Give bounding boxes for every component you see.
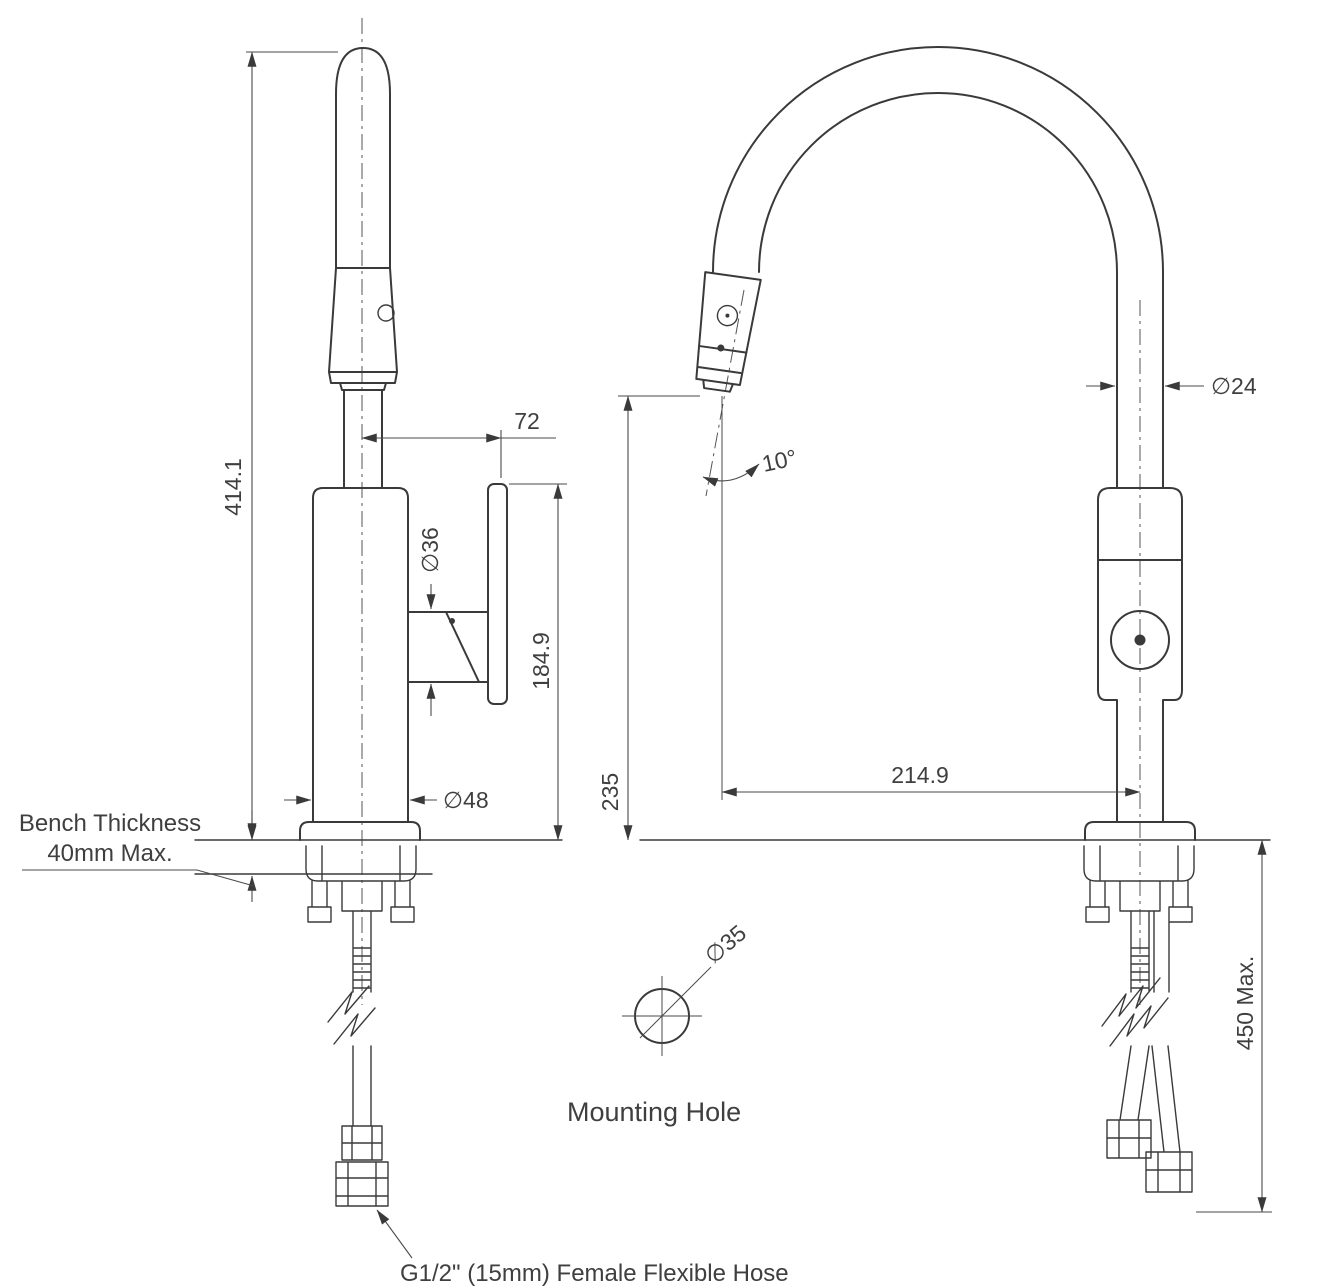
dim-spout-dia: ∅24 <box>1086 373 1257 399</box>
hose-note-label: G1/2" (15mm) Female Flexible Hose <box>400 1260 789 1287</box>
side-underbench-hardware <box>1083 845 1195 1193</box>
side-spray-head <box>695 271 762 393</box>
spray-head-axis-centerline <box>705 289 745 497</box>
spray-head-outline <box>695 271 762 393</box>
dim-overall-height-label: 414.1 <box>220 458 246 516</box>
front-hub-dot <box>449 618 455 624</box>
dim-hose-length: 450 Max. <box>1196 839 1272 1213</box>
dim-handle-height: 184.9 <box>509 483 567 841</box>
leader-line <box>22 869 255 887</box>
side-pivot-dot <box>1134 634 1146 646</box>
dim-handle-height-label: 184.9 <box>528 632 554 690</box>
mounting-hole-label: Mounting Hole <box>567 1097 741 1127</box>
dim-spout-clearance: 235 <box>597 395 700 841</box>
side-view <box>695 46 1196 1193</box>
bench-lines <box>194 839 1271 875</box>
leader-arrow <box>376 1209 413 1259</box>
bench-note-line1: Bench Thickness <box>19 810 201 837</box>
dim-hole-dia-label: ∅35 <box>700 920 752 969</box>
spray-button-front <box>377 304 395 322</box>
hose-note: G1/2" (15mm) Female Flexible Hose <box>376 1209 789 1287</box>
front-faucet-outline <box>299 47 489 841</box>
side-spout-outline <box>712 46 1196 841</box>
spray-head-dot <box>717 344 725 352</box>
bench-thickness-note: Bench Thickness 40mm Max. <box>19 810 257 902</box>
dim-spout-dia-label: ∅24 <box>1211 373 1257 399</box>
dim-spout-clearance-label: 235 <box>597 773 623 811</box>
bench-note-line2: 40mm Max. <box>47 840 172 867</box>
dim-handle-reach-label: 72 <box>514 408 540 434</box>
mounting-hole-detail: ∅35 Mounting Hole <box>567 920 751 1127</box>
dim-overall-height: 414.1 <box>220 51 338 841</box>
spray-button-side <box>716 304 739 327</box>
spray-button-center <box>725 313 730 318</box>
front-view <box>299 47 508 1207</box>
angle-arc <box>702 463 760 487</box>
dim-handle-dia-label: ∅36 <box>417 527 443 573</box>
dim-handle-dia: ∅36 <box>417 527 443 716</box>
dim-handle-reach: 72 <box>361 408 556 478</box>
side-handle-pivot <box>1110 610 1170 670</box>
mounting-hole-leader <box>639 966 712 1039</box>
dim-spray-angle-label: 10° <box>760 444 799 477</box>
dim-reach: 214.9 <box>721 762 1141 797</box>
front-underbench-hardware <box>305 845 417 1207</box>
dim-reach-label: 214.9 <box>891 762 949 788</box>
dim-body-dia: ∅48 <box>284 787 489 813</box>
dim-spray-angle: 10° <box>702 396 799 800</box>
centerlines <box>361 18 1141 1005</box>
front-handle-lever <box>487 483 508 705</box>
dim-body-dia-label: ∅48 <box>443 787 489 813</box>
dim-hose-length-label: 450 Max. <box>1232 956 1258 1051</box>
